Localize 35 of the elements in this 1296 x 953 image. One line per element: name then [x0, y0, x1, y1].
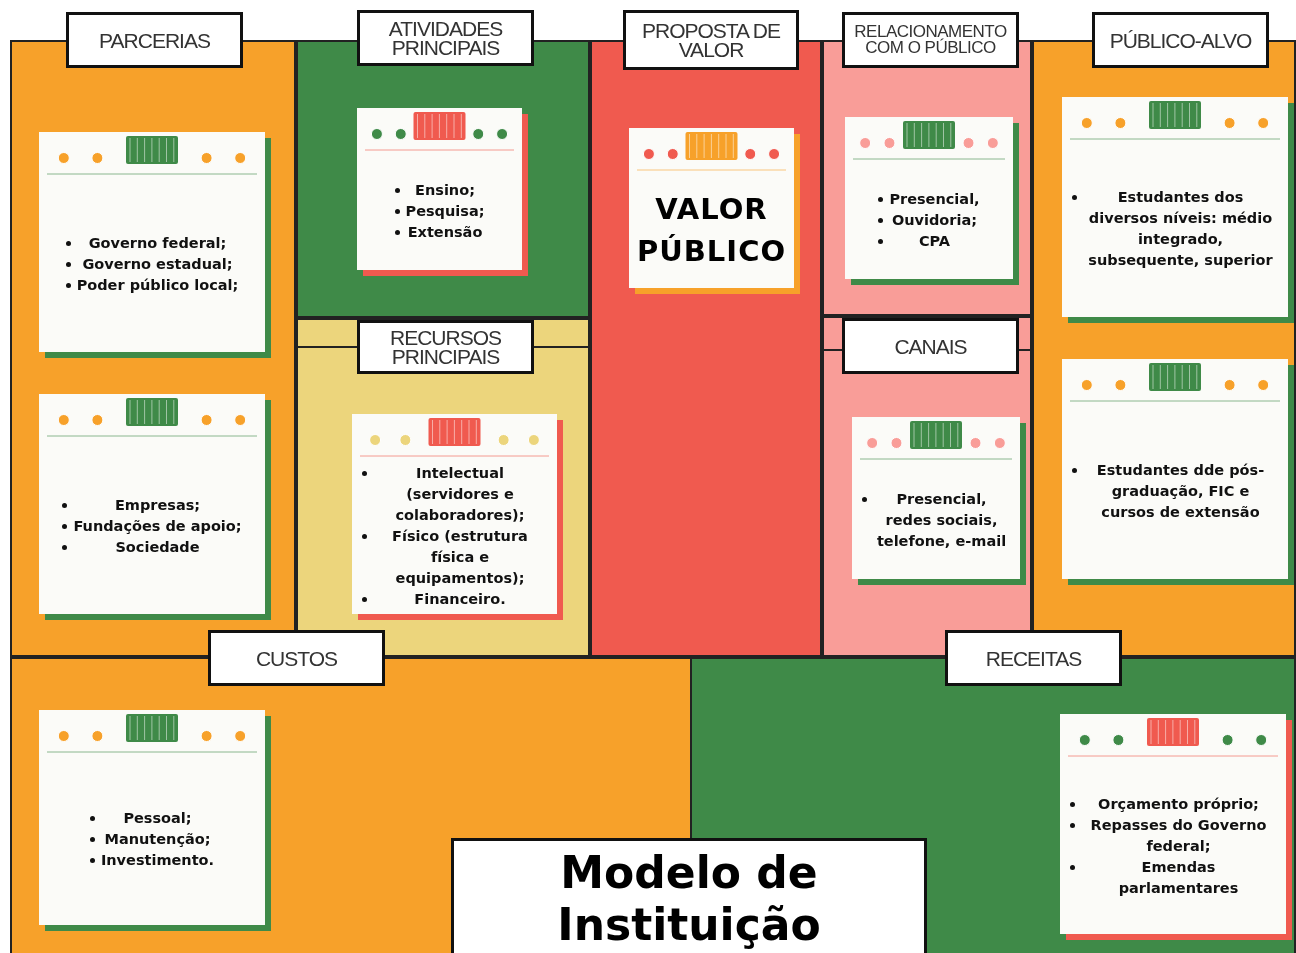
bullet-item: Emendas parlamentares	[1117, 857, 1240, 898]
bullet-item: Governo estadual;	[81, 254, 234, 274]
bullet-item: Investimento.	[100, 851, 215, 870]
bullet-item: Sociedade	[114, 537, 201, 557]
bullet-item: Estudantes dos diversos níveis: médio integrado, subsequente, superior	[1087, 188, 1274, 270]
section-heading: RELACIONAMENTO COM O PÚBLICO	[842, 12, 1019, 68]
bullet-item: Financeiro.	[413, 589, 507, 609]
bullet-item: Pesquisa;	[405, 201, 485, 221]
section-heading: PARCERIAS	[66, 12, 243, 68]
section-heading: CANAIS	[842, 318, 1019, 374]
bullet-item: Extensão	[406, 222, 484, 242]
bullet-item: Manutenção;	[103, 830, 212, 849]
section-heading: PROPOSTA DE VALOR	[623, 10, 799, 70]
bullet-item: CPA	[917, 231, 952, 251]
bullet-item: Orçamento próprio;	[1097, 794, 1260, 814]
section-heading: ATIVIDADES PRINCIPAIS	[357, 10, 534, 66]
value-text: VALOR PÚBLICO	[636, 191, 787, 270]
bullet-item: Governo federal;	[87, 233, 228, 253]
bullet-item: Presencial,	[889, 189, 980, 209]
bullet-item: Estudantes dde pós-graduação, FIC e cursos de extensão	[1095, 460, 1266, 522]
bullet-item: Intelectual (servidores e colaboradores);	[394, 463, 526, 525]
bullet-item: Físico (estrutura física e equipamentos);	[391, 526, 529, 588]
bullet-item: Ouvidoria;	[890, 210, 979, 230]
section-heading: RECEITAS	[945, 630, 1122, 686]
diagram-title: Modelo de Instituição	[451, 838, 927, 953]
bullet-item: Repasses do Governo federal;	[1089, 815, 1268, 856]
bullet-item: Presencial, redes sociais, telefone, e-mail	[875, 489, 1008, 551]
bullet-item: Empresas;	[113, 495, 202, 515]
section-heading: RECURSOS PRINCIPAIS	[357, 320, 534, 374]
section-heading: PÚBLICO-ALVO	[1092, 12, 1269, 68]
section-heading: CUSTOS	[208, 630, 385, 686]
bullet-item: Ensino;	[414, 180, 476, 200]
bullet-item: Pessoal;	[122, 809, 193, 828]
bullet-item: Poder público local;	[76, 275, 239, 295]
bullet-item: Fundações de apoio;	[73, 516, 242, 536]
